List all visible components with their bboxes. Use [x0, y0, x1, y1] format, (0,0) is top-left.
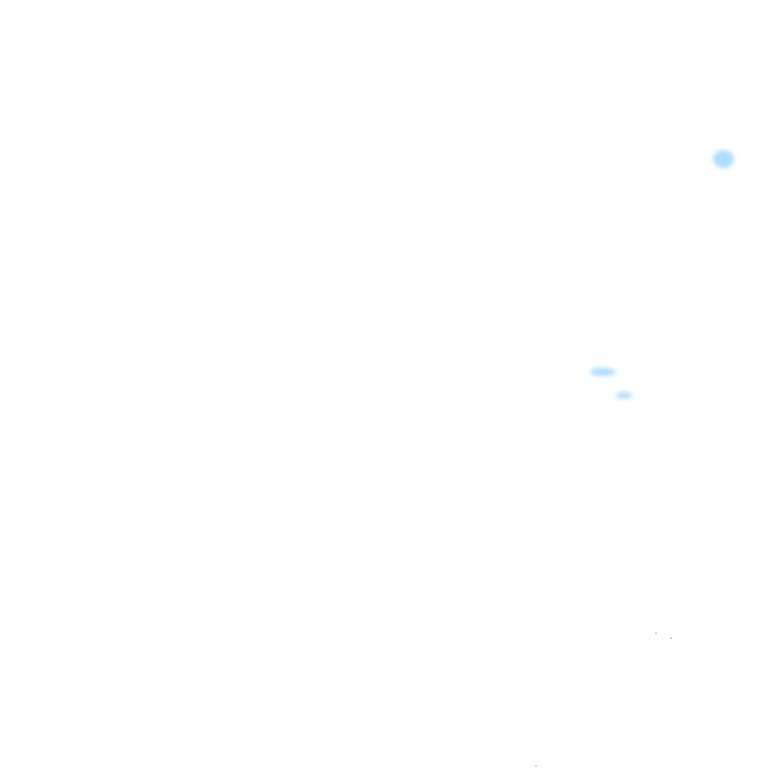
light-blue-spot: [713, 150, 734, 168]
gray-speck: [655, 632, 657, 634]
gray-speck: [670, 637, 672, 639]
light-blue-spot-small: [616, 392, 632, 399]
gray-speck: [535, 765, 537, 767]
light-blue-streak: [590, 368, 616, 376]
